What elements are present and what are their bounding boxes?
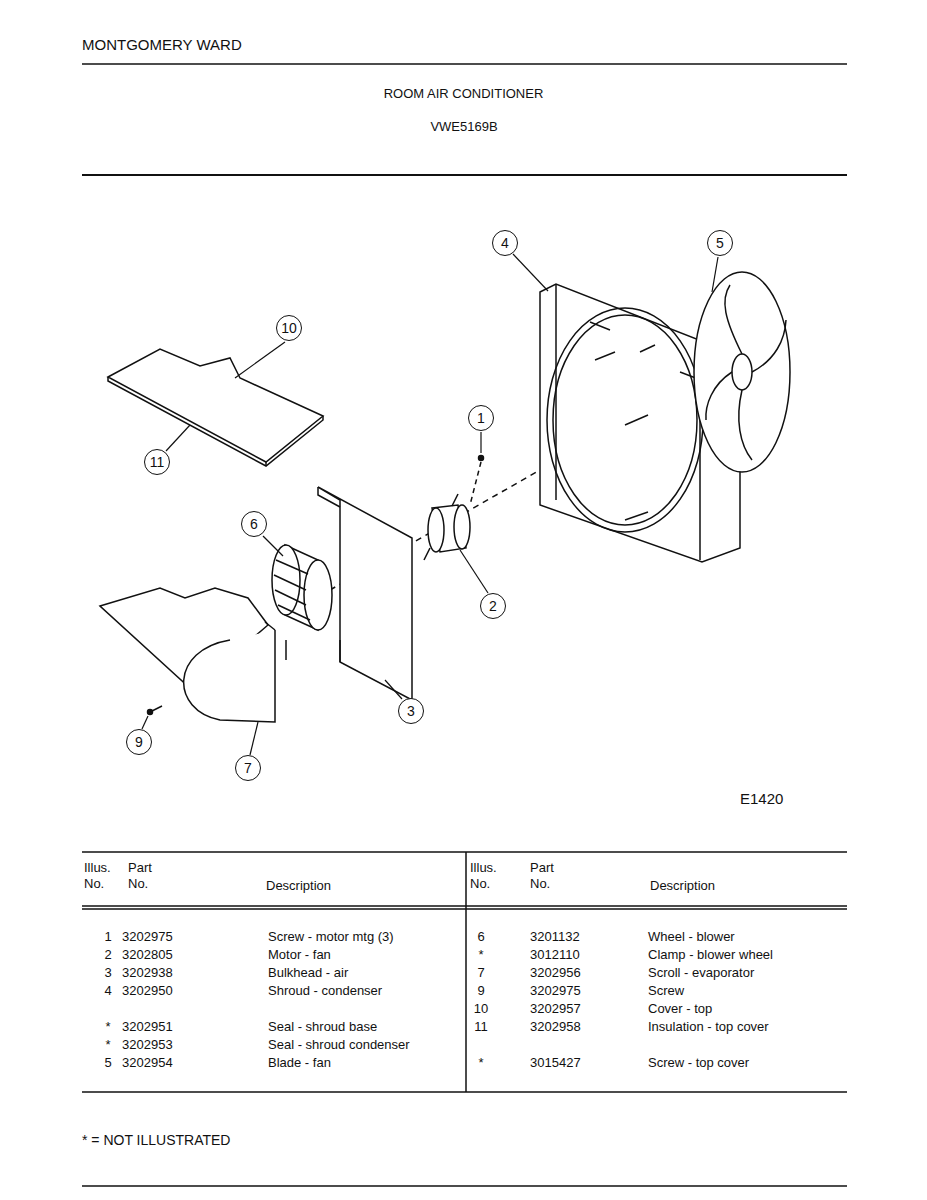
table-cell: 3012110 — [530, 947, 580, 963]
callout-circle: 10 — [276, 315, 302, 341]
table-cell: Bulkhead - air — [268, 965, 348, 981]
table-cell: 3202954 — [122, 1055, 173, 1071]
table-cell: 3202951 — [122, 1019, 173, 1035]
table-cell: 3 — [104, 965, 111, 981]
blower-wheel — [272, 545, 332, 630]
fan-blade — [694, 272, 790, 472]
table-cell: Seal - shroud condenser — [268, 1037, 410, 1053]
table-cell: Blade - fan — [268, 1055, 331, 1071]
leader-line — [142, 254, 718, 755]
callout-circle: 1 — [468, 405, 494, 431]
table-rule — [82, 905, 847, 907]
table-cell: 3202957 — [530, 1001, 581, 1017]
table-cell: * — [105, 1019, 110, 1035]
column-header: Part No. — [530, 860, 566, 891]
table-cell: Screw - top cover — [648, 1055, 749, 1071]
table-cell: 5 — [104, 1055, 111, 1071]
table-cell: 11 — [474, 1019, 488, 1035]
table-cell: 3202975 — [122, 929, 173, 945]
table-cell: 9 — [477, 983, 484, 999]
table-cell: Wheel - blower — [648, 929, 735, 945]
callout-number: 10 — [281, 321, 297, 335]
table-cell: 3202805 — [122, 947, 173, 963]
callout-circle: 11 — [144, 449, 170, 475]
column-header: Illus. No. — [470, 860, 508, 891]
table-cell: 4 — [104, 983, 111, 999]
table-cell: 3202953 — [122, 1037, 173, 1053]
table-cell: Scroll - evaporator — [648, 965, 754, 981]
table-cell: 3202958 — [530, 1019, 581, 1035]
table-cell: Motor - fan — [268, 947, 331, 963]
rule — [82, 63, 847, 65]
table-cell: 2 — [104, 947, 111, 963]
table-cell: 10 — [474, 1001, 488, 1017]
table-cell: 3202975 — [530, 983, 581, 999]
callout-number: 1 — [477, 411, 485, 425]
table-cell: Seal - shroud base — [268, 1019, 377, 1035]
column-header: Part No. — [128, 860, 164, 891]
callout-circle: 6 — [241, 511, 267, 537]
callout-number: 2 — [489, 599, 497, 613]
table-cell: Insulation - top cover — [648, 1019, 769, 1035]
table-cell: * — [478, 947, 483, 963]
table-cell: 3202956 — [530, 965, 581, 981]
table-cell: * = NOT ILLUSTRATED — [82, 1132, 230, 1149]
callout-number: 3 — [407, 704, 415, 718]
callout-circle: 2 — [480, 593, 506, 619]
table-cell: Cover - top — [648, 1001, 712, 1017]
table-cell: Screw - motor mtg (3) — [268, 929, 394, 945]
evaporator-scroll — [100, 588, 286, 722]
table-rule — [82, 851, 847, 853]
callout-number: 7 — [244, 761, 252, 775]
rule — [82, 1185, 847, 1187]
column-header: Description — [266, 878, 331, 894]
table-cell: 3015427 — [530, 1055, 581, 1071]
table-cell: 1 — [104, 929, 111, 945]
table-cell: * — [478, 1055, 483, 1071]
table-cell: 6 — [477, 929, 484, 945]
rule — [82, 174, 847, 176]
table-cell: 3202950 — [122, 983, 173, 999]
callout-number: 6 — [250, 517, 258, 531]
callout-number: 9 — [135, 735, 143, 749]
title: ROOM AIR CONDITIONER — [0, 86, 927, 102]
callout-number: 4 — [501, 236, 509, 250]
header-text: MONTGOMERY WARD — [82, 36, 242, 54]
callout-circle: 4 — [492, 230, 518, 256]
table-cell: * — [105, 1037, 110, 1053]
table-rule — [82, 908, 847, 910]
table-cell: Shroud - condenser — [268, 983, 382, 999]
callout-number: 11 — [150, 455, 165, 469]
table-divider — [465, 852, 467, 1092]
column-header: Illus. No. — [84, 860, 122, 891]
callout-circle: 3 — [398, 698, 424, 724]
callout-circle: 7 — [235, 755, 261, 781]
callout-circle: 5 — [707, 230, 733, 256]
table-cell: Screw — [648, 983, 684, 999]
column-header: Description — [650, 878, 715, 894]
header-text: E1420 — [740, 790, 783, 808]
table-cell: 3201132 — [530, 929, 580, 945]
table-cell: Clamp - blower wheel — [648, 947, 773, 963]
callout-circle: 9 — [126, 729, 152, 755]
table-cell: 3202938 — [122, 965, 173, 981]
table-rule — [82, 1091, 847, 1093]
callout-number: 5 — [716, 236, 724, 250]
header-text: VWE5169B — [430, 119, 497, 135]
table-cell: 7 — [477, 965, 484, 981]
top-cover — [108, 349, 323, 466]
